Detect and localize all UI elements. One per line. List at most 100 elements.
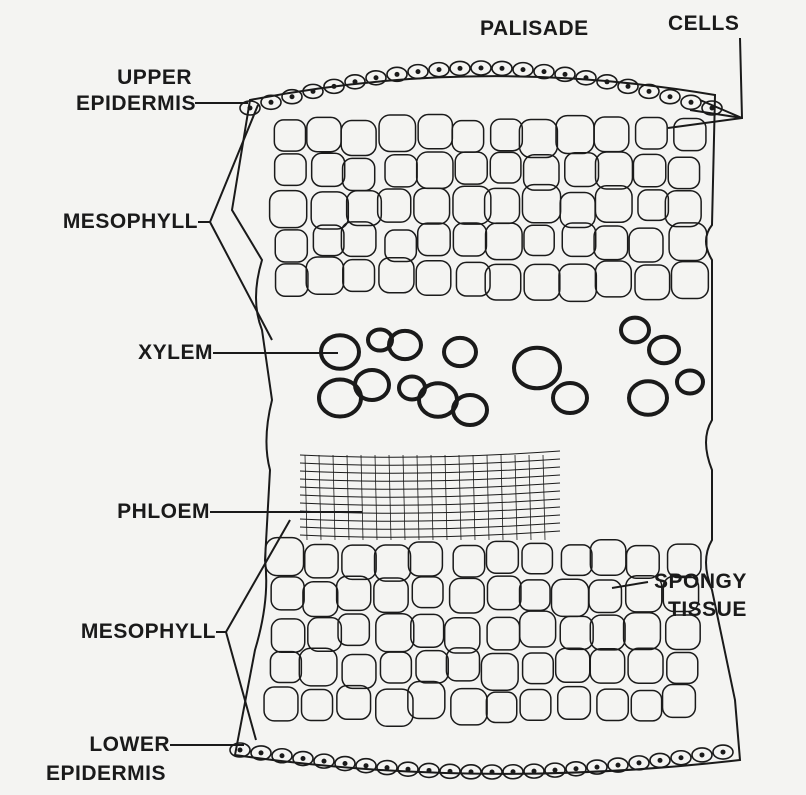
parenchyma-cell	[416, 651, 448, 683]
cell-nucleus	[269, 100, 274, 105]
cell-nucleus	[626, 84, 631, 89]
parenchyma-cell	[312, 153, 345, 186]
parenchyma-cell	[635, 265, 670, 300]
parenchyma-cell	[270, 191, 307, 228]
parenchyma-cell	[299, 648, 337, 686]
parenchyma-cell	[311, 192, 348, 229]
parenchyma-cell	[522, 543, 552, 573]
cell-nucleus	[406, 767, 411, 772]
xylem-vessel	[629, 381, 667, 414]
parenchyma-cell	[667, 652, 698, 683]
parenchyma-cell	[523, 653, 554, 684]
cell-nucleus	[259, 750, 264, 755]
phloem-cell-row	[300, 499, 560, 505]
leader-spongy-tissue	[612, 582, 648, 588]
label-tissue: TISSUE	[668, 598, 747, 622]
xylem-vessel	[621, 318, 649, 343]
parenchyma-cell	[385, 155, 417, 187]
phloem-cell-row	[300, 459, 560, 465]
parenchyma-cell	[337, 576, 371, 610]
phloem-cell-row	[300, 475, 560, 481]
phloem-cell-wall	[445, 455, 447, 540]
parenchyma-cell	[305, 545, 338, 578]
cell-nucleus	[700, 752, 705, 757]
parenchyma-cell	[274, 120, 305, 151]
parenchyma-cell	[486, 223, 523, 260]
label-upper-epidermis-line1: UPPER	[117, 66, 192, 90]
cell-nucleus	[458, 66, 463, 71]
cell-nucleus	[374, 75, 379, 80]
phloem-cell-row	[300, 467, 560, 473]
parenchyma-cell	[341, 222, 376, 257]
parenchyma-cell	[414, 188, 450, 224]
cell-nucleus	[542, 69, 547, 74]
phloem-cell-row	[300, 523, 560, 529]
label-lower-epidermis-line1: LOWER	[89, 733, 170, 757]
parenchyma-cell	[342, 545, 376, 579]
cell-nucleus	[385, 765, 390, 770]
parenchyma-cell	[408, 542, 442, 576]
parenchyma-cell	[491, 119, 523, 151]
parenchyma-cell	[560, 616, 593, 649]
cell-nucleus	[416, 69, 421, 74]
parenchyma-cell	[451, 689, 487, 725]
parenchyma-cell	[597, 689, 628, 720]
cell-nucleus	[616, 763, 621, 768]
parenchyma-cell	[412, 577, 443, 608]
parenchyma-cell	[628, 648, 663, 683]
phloem-cell-wall	[347, 455, 349, 540]
label-mesophyll-upper: MESOPHYLL	[63, 210, 198, 234]
parenchyma-cell	[663, 685, 696, 718]
label-palisade: PALISADE	[480, 17, 589, 41]
cell-nucleus	[721, 750, 726, 755]
phloem-cell-row	[300, 483, 560, 489]
phloem-cell-wall	[501, 455, 503, 540]
parenchyma-cell	[565, 153, 599, 187]
parenchyma-cell	[594, 117, 629, 152]
parenchyma-cell	[417, 152, 453, 188]
parenchyma-cell	[590, 649, 624, 683]
parenchyma-cell	[589, 580, 621, 612]
parenchyma-cell	[376, 614, 414, 652]
cell-nucleus	[353, 79, 358, 84]
xylem-vessel	[514, 348, 560, 388]
parenchyma-cell	[303, 582, 338, 617]
parenchyma-cell	[275, 230, 307, 262]
cell-nucleus	[427, 768, 432, 773]
parenchyma-cell	[343, 260, 375, 292]
phloem-cell-row	[300, 531, 560, 537]
cell-nucleus	[668, 94, 673, 99]
parenchyma-cell	[633, 154, 665, 186]
parenchyma-cell	[418, 114, 452, 148]
label-xylem: XYLEM	[138, 341, 213, 365]
parenchyma-cell	[453, 223, 486, 256]
cell-nucleus	[322, 759, 327, 764]
parenchyma-cell	[306, 257, 343, 294]
parenchyma-cell	[450, 578, 485, 613]
cell-nucleus	[500, 66, 505, 71]
cell-nucleus	[574, 766, 579, 771]
parenchyma-cell	[416, 261, 451, 296]
parenchyma-cell	[595, 186, 632, 223]
parenchyma-cell	[453, 546, 484, 577]
parenchyma-cell	[524, 225, 554, 255]
parenchyma-cell	[524, 264, 560, 300]
parenchyma-cell	[264, 687, 298, 721]
parenchyma-cell	[271, 619, 304, 652]
parenchyma-cell	[519, 120, 557, 158]
cell-nucleus	[584, 75, 589, 80]
parenchyma-cell	[558, 687, 591, 720]
cell-nucleus	[658, 758, 663, 763]
label-cells: CELLS	[668, 12, 739, 36]
parenchyma-cell	[455, 152, 487, 184]
parenchyma-cell	[595, 152, 632, 189]
xylem-vessels	[319, 318, 703, 425]
parenchyma-cell	[347, 191, 382, 226]
cell-nucleus	[280, 753, 285, 758]
lower-epidermis-cells	[230, 743, 733, 779]
parenchyma-cell	[481, 653, 518, 690]
phloem-cell-row	[300, 451, 560, 457]
parenchyma-cell	[629, 228, 663, 262]
mesophyll-cells	[264, 114, 708, 726]
